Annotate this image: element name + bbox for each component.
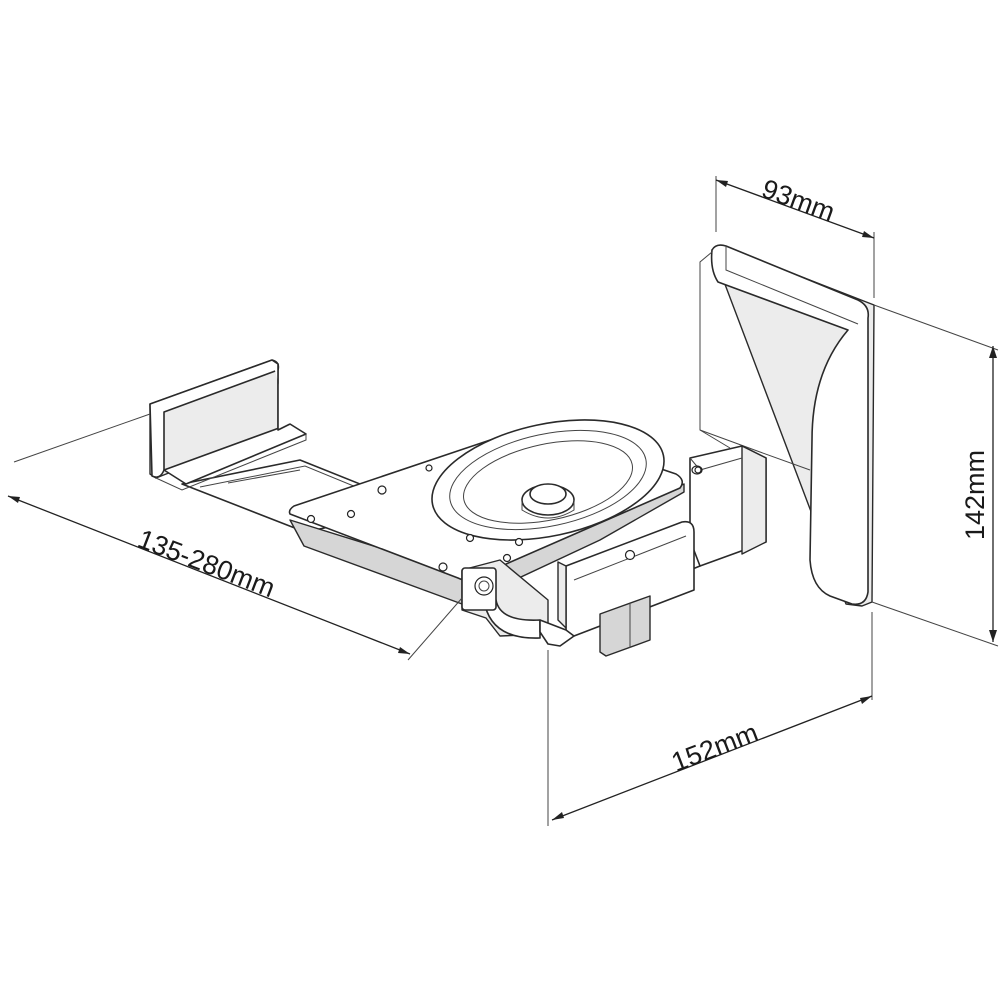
turntable-plate bbox=[288, 419, 702, 605]
label-clamp-range: 135-280mm bbox=[134, 524, 279, 604]
dimension-depth bbox=[547, 612, 873, 826]
front-clamp bbox=[461, 520, 695, 657]
dimension-height bbox=[871, 304, 999, 647]
wall-plate bbox=[699, 244, 875, 607]
dimension-width bbox=[715, 176, 875, 298]
label-width: 93mm bbox=[758, 173, 839, 227]
left-clamp bbox=[149, 359, 307, 491]
dimension-clamp-range bbox=[7, 413, 463, 661]
label-height: 142mm bbox=[960, 450, 990, 540]
label-depth: 152mm bbox=[667, 717, 762, 777]
